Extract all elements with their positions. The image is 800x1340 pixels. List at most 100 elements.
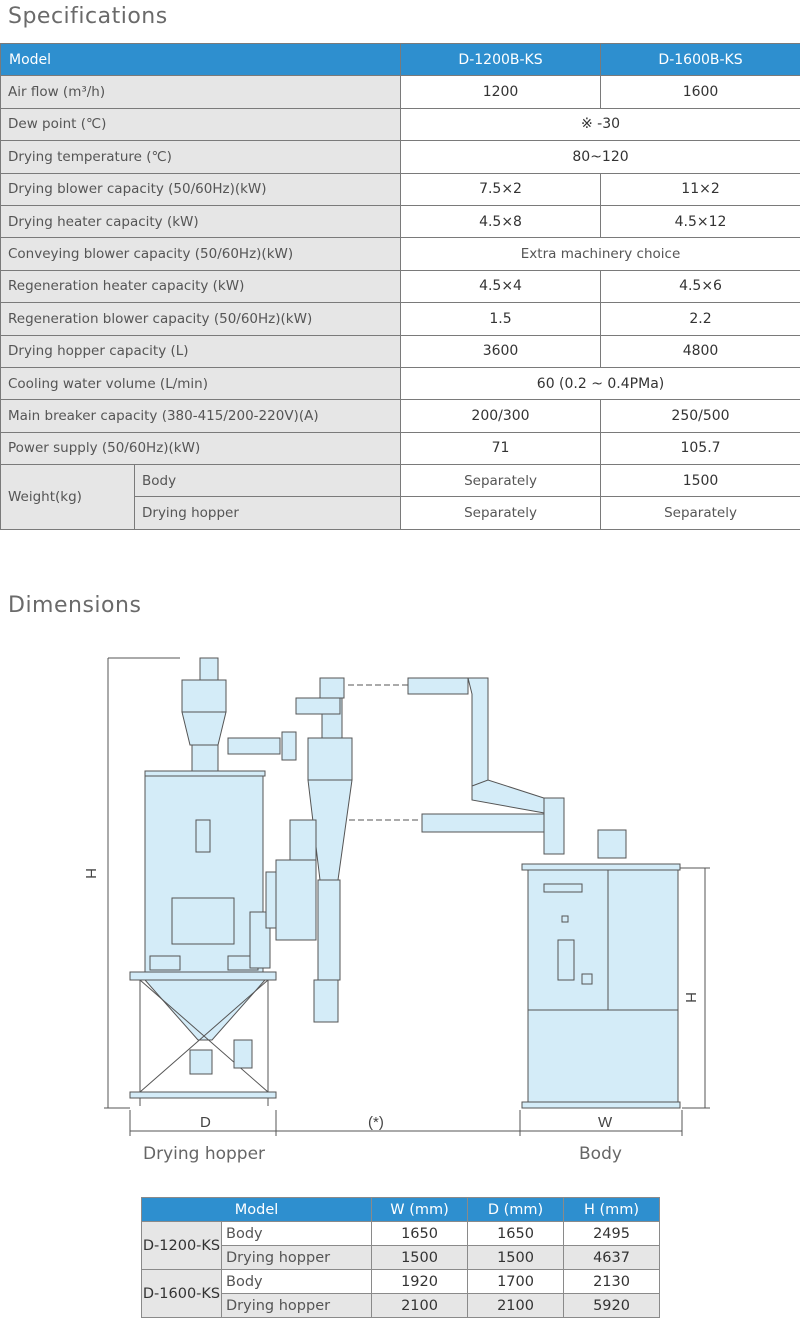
row-label: Main breaker capacity (380-415/200-220V)…: [0, 399, 402, 433]
w-value: 1650: [371, 1221, 469, 1246]
cell-value: 1.5: [400, 302, 602, 336]
table-row: Weight(kg) Body Separately 1500: [0, 464, 800, 530]
row-label: Conveying blower capacity (50/60Hz)(kW): [0, 237, 402, 271]
part-label: Body: [220, 1269, 373, 1294]
cell-value: Separately: [600, 496, 800, 530]
h-header: H (mm): [563, 1197, 661, 1222]
gap-label: (*): [368, 1114, 384, 1131]
table-row: Drying hopper 1500 1500 4637: [142, 1245, 661, 1270]
table-header-row: Model D-1200B-KS D-1600B-KS: [0, 42, 800, 77]
row-label: Dew point (℃): [0, 107, 402, 142]
part-label: Drying hopper: [220, 1293, 373, 1318]
cell-value: 2.2: [600, 302, 800, 336]
cell-value: Separately: [400, 496, 602, 530]
d-value: 1700: [467, 1269, 565, 1294]
table-header-row: Model W (mm) D (mm) H (mm): [140, 1197, 661, 1222]
cell-value: 71: [400, 431, 602, 466]
d-value: 1650: [467, 1221, 565, 1246]
row-label: Drying temperature (℃): [0, 140, 402, 174]
row-label: Power supply (50/60Hz)(kW): [0, 431, 402, 466]
row-label: Cooling water volume (L/min): [0, 366, 402, 401]
cell-value: 1600: [600, 75, 800, 109]
row-label: Regeneration heater capacity (kW): [0, 269, 402, 304]
row-label: Regeneration blower capacity (50/60Hz)(k…: [0, 302, 402, 336]
model-d1600b-header: D-1600B-KS: [600, 42, 800, 77]
width-label: W: [598, 1114, 613, 1131]
cell-value: 200/300: [400, 399, 602, 433]
model-d1200b-header: D-1200B-KS: [400, 42, 602, 77]
dimension-drawing: H H D (*) W: [82, 657, 710, 1136]
table-row: Drying hopper capacity (L) 3600 4800: [0, 334, 800, 368]
caption-drying-hopper: Drying hopper: [143, 1144, 266, 1164]
height-label-left: H: [82, 868, 99, 879]
table-row: Power supply (50/60Hz)(kW) 71 105.7: [0, 431, 800, 466]
cell-value: 4800: [600, 334, 800, 368]
table-row: Cooling water volume (L/min) 60 (0.2 ~ 0…: [0, 366, 800, 401]
cell-value: 1500: [600, 464, 800, 498]
cell-value: 11×2: [600, 172, 800, 206]
dimensions-title: Dimensions: [8, 593, 142, 618]
depth-label: D: [200, 1114, 211, 1131]
table-row: Air flow (m³/h) 1200 1600: [0, 75, 800, 109]
table-row: Regeneration heater capacity (kW) 4.5×4 …: [0, 269, 800, 304]
d-header: D (mm): [467, 1197, 565, 1222]
table-row: D-1600-KS Body 1920 1700 2130: [141, 1269, 661, 1318]
table-row: Drying hopper Separately Separately: [1, 496, 800, 530]
cell-value: 4.5×4: [400, 269, 602, 304]
table-row: Drying hopper 2100 2100 5920: [142, 1293, 661, 1318]
cell-value: 80~120: [400, 140, 800, 174]
sub-row-label: Body: [133, 464, 402, 498]
body-unit-drawing: [521, 863, 681, 1109]
table-row: Conveying blower capacity (50/60Hz)(kW) …: [0, 237, 800, 271]
table-row: Dew point (℃) ※ -30: [0, 107, 800, 142]
cell-value: 4.5×6: [600, 269, 800, 304]
table-row: D-1200-KS Body 1650 1650 2495: [141, 1221, 661, 1270]
cyclone-drawing: [265, 677, 353, 1023]
model-name: D-1600-KS: [141, 1269, 222, 1318]
row-label: Drying heater capacity (kW): [0, 204, 402, 239]
cell-value: Separately: [400, 464, 602, 498]
part-label: Drying hopper: [220, 1245, 373, 1270]
d-value: 2100: [467, 1293, 565, 1318]
table-row: Main breaker capacity (380-415/200-220V)…: [0, 399, 800, 433]
cell-value: 7.5×2: [400, 172, 602, 206]
h-value: 2130: [563, 1269, 661, 1294]
w-value: 1920: [371, 1269, 469, 1294]
dimension-lines: [104, 657, 710, 1136]
model-name: D-1200-KS: [141, 1221, 222, 1270]
h-value: 5920: [563, 1293, 661, 1318]
model-header: Model: [140, 1197, 373, 1222]
dimensions-table: Model W (mm) D (mm) H (mm) D-1200-KS Bod…: [140, 1197, 661, 1318]
cell-value: 250/500: [600, 399, 800, 433]
cell-value: 3600: [400, 334, 602, 368]
w-value: 2100: [371, 1293, 469, 1318]
model-header: Model: [0, 42, 402, 77]
h-value: 4637: [563, 1245, 661, 1270]
row-label: Drying blower capacity (50/60Hz)(kW): [0, 172, 402, 206]
table-row: Drying heater capacity (kW) 4.5×8 4.5×12: [0, 204, 800, 239]
cell-value: 1200: [400, 75, 602, 109]
cell-value: ※ -30: [400, 107, 800, 142]
cell-value: 4.5×8: [400, 204, 602, 239]
cell-value: 60 (0.2 ~ 0.4PMa): [400, 366, 800, 401]
cell-value: 4.5×12: [600, 204, 800, 239]
drying-hopper-drawing: [129, 657, 297, 1106]
table-row: Drying blower capacity (50/60Hz)(kW) 7.5…: [0, 172, 800, 206]
table-row: Regeneration blower capacity (50/60Hz)(k…: [0, 302, 800, 336]
w-value: 1500: [371, 1245, 469, 1270]
h-value: 2495: [563, 1221, 661, 1246]
w-header: W (mm): [371, 1197, 469, 1222]
duct-drawing: [407, 677, 627, 859]
table-row: Drying temperature (℃) 80~120: [0, 140, 800, 174]
specifications-table: Model D-1200B-KS D-1600B-KS Air flow (m³…: [0, 42, 800, 530]
row-label: Drying hopper capacity (L): [0, 334, 402, 368]
d-value: 1500: [467, 1245, 565, 1270]
height-label-right: H: [682, 992, 699, 1003]
row-label: Weight(kg): [0, 464, 135, 530]
caption-body: Body: [579, 1144, 622, 1164]
cell-value: Extra machinery choice: [400, 237, 800, 271]
row-label: Air flow (m³/h): [0, 75, 402, 109]
part-label: Body: [220, 1221, 373, 1246]
cell-value: 105.7: [600, 431, 800, 466]
specifications-title: Specifications: [8, 4, 168, 29]
